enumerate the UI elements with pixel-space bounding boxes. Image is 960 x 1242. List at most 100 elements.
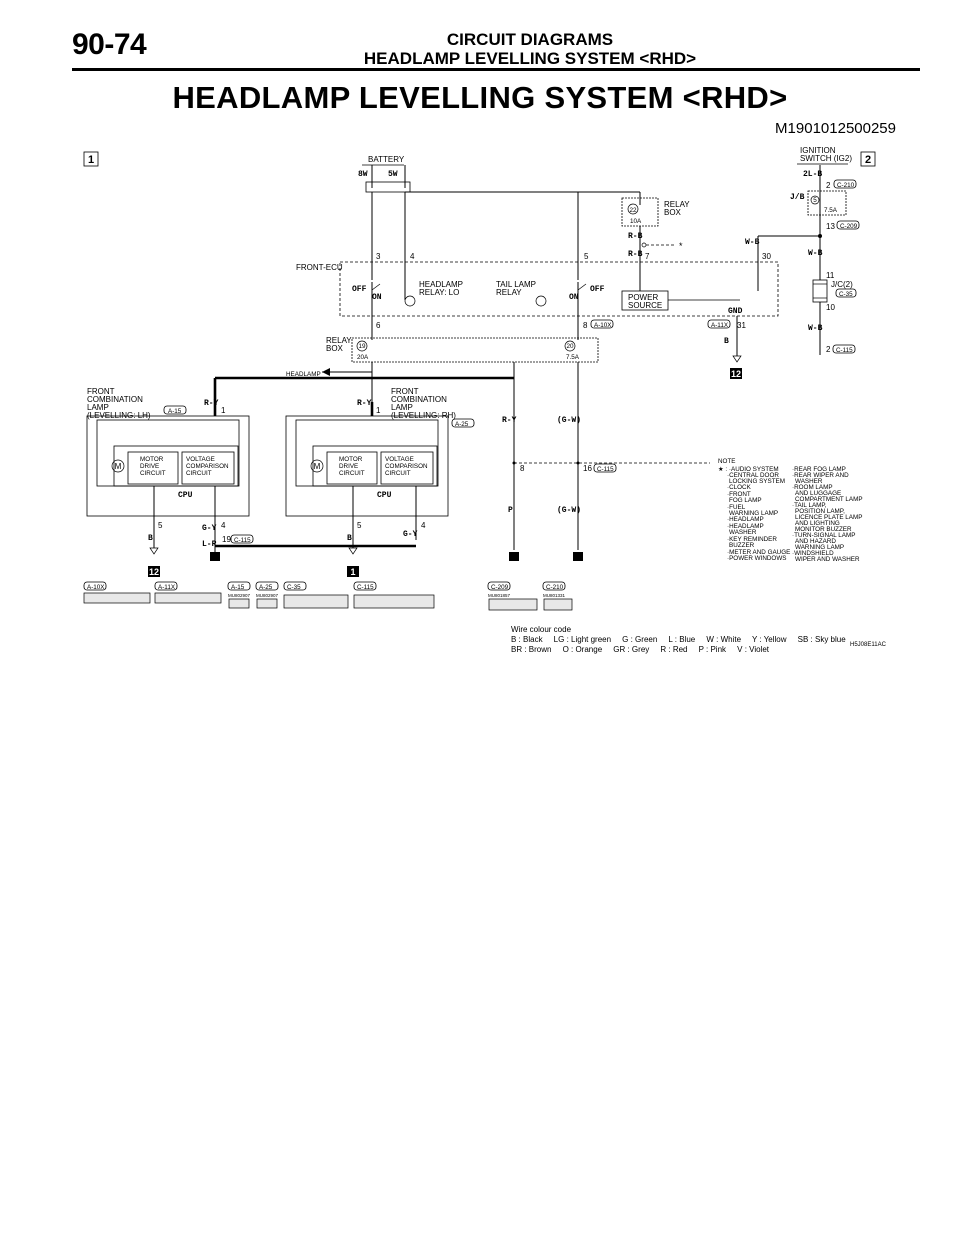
svg-text:WASHER: WASHER (795, 478, 823, 485)
svg-text:COMPARISON: COMPARISON (186, 463, 229, 470)
svg-text:COMPARTMENT LAMP: COMPARTMENT LAMP (795, 496, 863, 503)
fcl-lh: FRONT COMBINATION LAMP (LEVELLING: LH) A… (86, 387, 254, 561)
svg-text:MU801331: MU801331 (543, 593, 566, 598)
svg-text:1: 1 (221, 406, 226, 415)
svg-text:A-10X: A-10X (87, 584, 105, 591)
svg-text:12: 12 (149, 567, 159, 577)
svg-text:B: B (148, 534, 153, 543)
relay-box-top: 22 10A RELAY BOX R-B * R-B 7 (621, 197, 690, 261)
svg-text:5: 5 (813, 197, 817, 204)
svg-text:MOTOR: MOTOR (140, 456, 164, 463)
svg-text:·ROOM LAMP: ·ROOM LAMP (792, 484, 833, 491)
svg-text:MU802907: MU802907 (256, 593, 279, 598)
svg-text:·REAR FOG LAMP: ·REAR FOG LAMP (792, 466, 846, 473)
svg-text:CPU: CPU (377, 491, 392, 500)
svg-text:·WINDSHIELD: ·WINDSHIELD (792, 550, 834, 557)
svg-text:C-210: C-210 (546, 584, 564, 591)
ground-12-top: 12 (730, 368, 742, 379)
svg-text:HEADLAMP: HEADLAMP (286, 371, 321, 378)
svg-text:HEADLAMP: HEADLAMP (419, 280, 463, 289)
svg-text:POWER: POWER (628, 293, 658, 302)
svg-text:·KEY REMINDER: ·KEY REMINDER (727, 536, 777, 543)
section-title-line1: CIRCUIT DIAGRAMS (446, 30, 614, 49)
svg-text:OFF: OFF (590, 285, 605, 294)
svg-text:G-Y: G-Y (403, 530, 418, 539)
svg-text:·CENTRAL DOOR: ·CENTRAL DOOR (727, 472, 779, 479)
svg-text:G-Y: G-Y (202, 524, 217, 533)
fcl-rh: FRONT COMBINATION LAMP (LEVELLING: RH) 1… (215, 387, 475, 555)
svg-text:NOTE: NOTE (718, 458, 736, 465)
svg-text:C-210: C-210 (837, 182, 855, 189)
svg-text:COMBINATION: COMBINATION (87, 395, 143, 404)
svg-text:·FRONT: ·FRONT (727, 491, 751, 498)
page-marker-1: 1 (83, 151, 99, 167)
svg-text:C-35: C-35 (287, 584, 301, 591)
svg-text:1: 1 (350, 567, 355, 577)
svg-text:6: 6 (376, 321, 381, 330)
svg-text:MU801857: MU801857 (488, 593, 511, 598)
svg-text:20: 20 (566, 343, 574, 350)
wire-colour-legend: Wire colour code B : Black LG : Light gr… (511, 625, 846, 655)
svg-text:R-B: R-B (628, 232, 643, 241)
svg-text:BOX: BOX (326, 344, 344, 353)
svg-text:L-R: L-R (202, 540, 217, 549)
svg-text:16: 16 (583, 464, 592, 473)
svg-text:BUZZER: BUZZER (729, 542, 755, 549)
svg-text:W-B: W-B (808, 324, 823, 333)
svg-text:LAMP: LAMP (391, 403, 413, 412)
legend-title: Wire colour code (511, 625, 572, 634)
svg-text:LAMP: LAMP (87, 403, 109, 412)
svg-text:R-Y: R-Y (357, 399, 372, 408)
svg-text:R-B: R-B (628, 250, 643, 259)
svg-text:ON: ON (372, 293, 382, 302)
svg-text:*: * (679, 241, 683, 251)
header-rule (72, 68, 920, 71)
svg-text:BATTERY: BATTERY (368, 155, 405, 164)
svg-text:C-115: C-115 (234, 537, 251, 544)
relay-box-bottom: RELAY BOX 19 20A 20 7.5A (326, 336, 599, 363)
svg-text:MONITOR BUZZER: MONITOR BUZZER (795, 526, 852, 533)
svg-text:SWITCH (IG2): SWITCH (IG2) (800, 154, 852, 163)
svg-text:C-35: C-35 (839, 291, 853, 298)
svg-text:WIPER AND WASHER: WIPER AND WASHER (795, 556, 860, 563)
svg-text:COMBINATION: COMBINATION (391, 395, 447, 404)
svg-text:30: 30 (762, 252, 771, 261)
svg-text:RELAY: RELAY (664, 200, 690, 209)
svg-text:CIRCUIT: CIRCUIT (140, 470, 166, 477)
svg-text:7.5A: 7.5A (566, 354, 580, 361)
svg-text:AND LUGGAGE: AND LUGGAGE (795, 490, 841, 497)
svg-text:(LEVELLING: LH): (LEVELLING: LH) (87, 411, 151, 420)
svg-text:J/C(2): J/C(2) (831, 280, 853, 289)
svg-text:WASHER: WASHER (729, 529, 757, 536)
svg-text:2: 2 (826, 345, 831, 354)
svg-text:11: 11 (826, 271, 835, 280)
svg-text:W-B: W-B (808, 249, 823, 258)
svg-text:J/B: J/B (790, 193, 805, 202)
svg-text:TAIL LAMP: TAIL LAMP (496, 280, 536, 289)
svg-text:A-25: A-25 (259, 584, 273, 591)
svg-text:B: B (724, 337, 729, 346)
svg-text:CIRCUIT: CIRCUIT (385, 470, 411, 477)
svg-text:AND LIGHTING: AND LIGHTING (795, 520, 840, 527)
svg-text:2L-B: 2L-B (803, 170, 822, 179)
page-marker-2: 2 (860, 151, 876, 167)
svg-text:10A: 10A (630, 218, 642, 225)
svg-text:A-11X: A-11X (711, 322, 729, 329)
svg-text:RELAY: RELAY (496, 288, 522, 297)
fuse-5w-label: 5W (388, 170, 398, 179)
svg-text:C-115: C-115 (357, 584, 374, 591)
svg-text:A-10X: A-10X (594, 322, 612, 329)
svg-text:RELAY: LO: RELAY: LO (419, 288, 459, 297)
svg-text:2: 2 (826, 181, 831, 190)
svg-text:·POWER WINDOWS: ·POWER WINDOWS (727, 555, 786, 562)
svg-text:FOG LAMP: FOG LAMP (729, 497, 762, 504)
svg-text:4: 4 (221, 521, 226, 530)
svg-text:VOLTAGE: VOLTAGE (385, 456, 414, 463)
svg-text:FRONT-ECU: FRONT-ECU (296, 263, 343, 272)
svg-text:R-Y: R-Y (204, 399, 219, 408)
svg-text:8: 8 (520, 464, 525, 473)
svg-text:20A: 20A (357, 354, 369, 361)
svg-text:2: 2 (865, 154, 871, 166)
svg-text:B: B (347, 534, 352, 543)
section-title: CIRCUIT DIAGRAMS HEADLAMP LEVELLING SYST… (270, 30, 790, 68)
